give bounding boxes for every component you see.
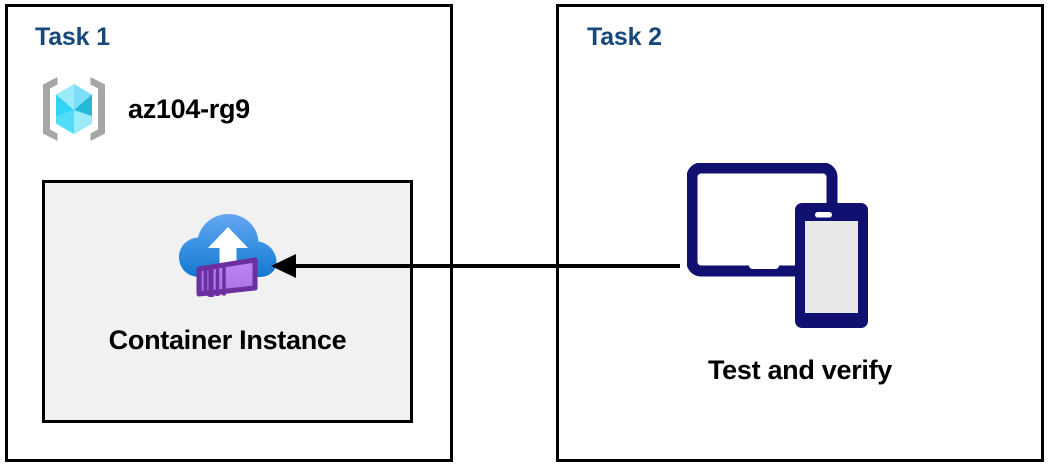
container-instance-label: Container Instance <box>108 325 347 355</box>
resource-group-cube-icon <box>43 77 105 141</box>
panel-task-1: Task 1 az104-rg9 <box>5 4 453 462</box>
panel-title-task-2: Task 2 <box>587 23 662 51</box>
test-and-verify-label: Test and verify <box>707 355 893 385</box>
resource-group-label: az104-rg9 <box>128 93 250 124</box>
container-instance-icon <box>178 214 276 297</box>
panel-title-task-1: Task 1 <box>35 23 110 51</box>
panel-task-2: Task 2 Test and verify <box>556 4 1044 462</box>
tablet-and-phone-icon <box>687 163 868 328</box>
resource-group-row: az104-rg9 <box>36 71 250 147</box>
resource-box-container-instance: Container Instance <box>42 180 413 423</box>
